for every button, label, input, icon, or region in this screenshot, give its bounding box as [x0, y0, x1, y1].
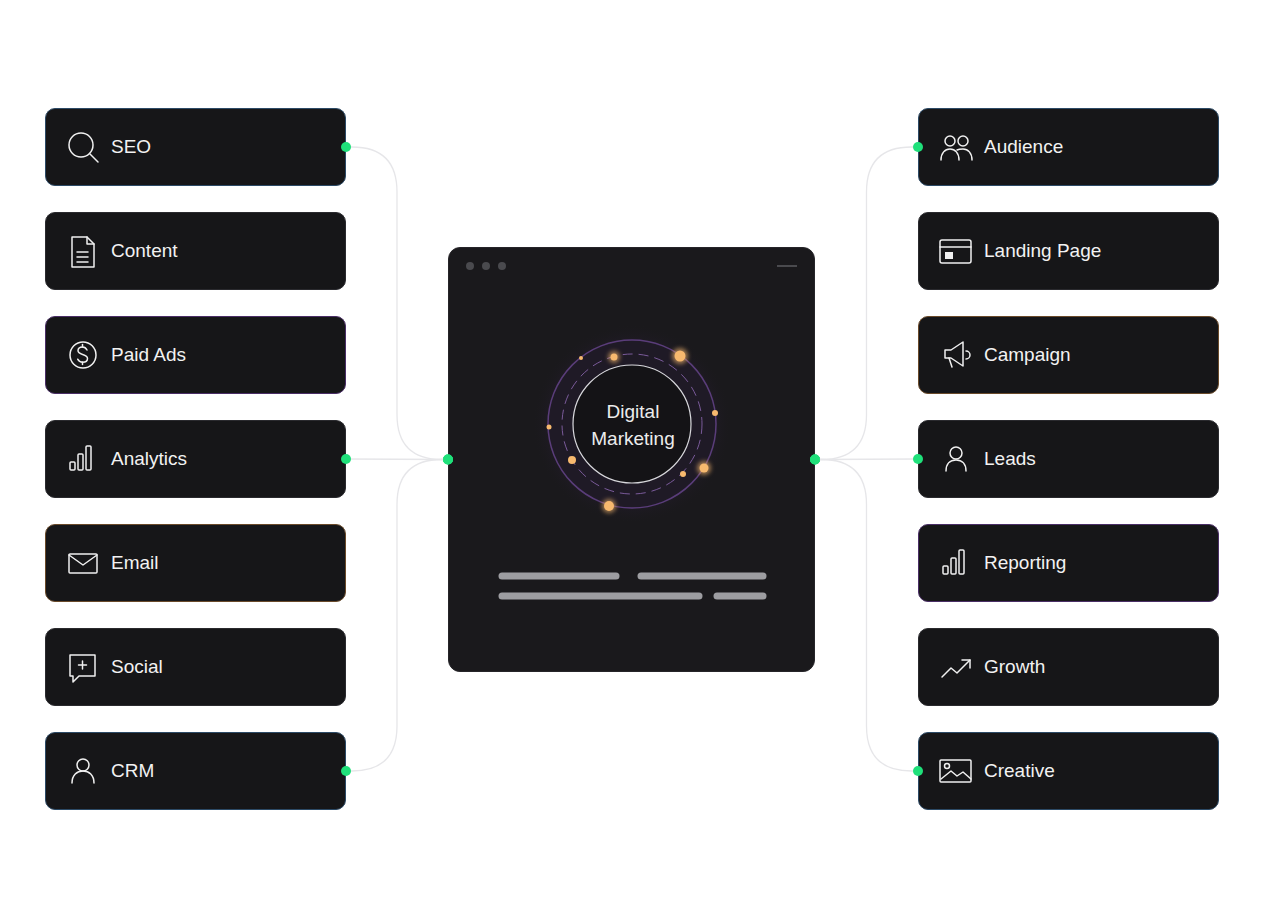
connector — [810, 455, 923, 777]
connector — [810, 142, 923, 465]
box-label: Audience — [984, 136, 1063, 158]
connector — [341, 454, 453, 465]
box-label: Analytics — [111, 448, 187, 470]
image-icon — [940, 760, 971, 782]
category-box: Landing Page — [918, 212, 1219, 290]
box-label: Creative — [984, 760, 1055, 782]
person-icon — [72, 759, 94, 783]
category-box: SEO — [45, 108, 346, 186]
category-box: Reporting — [918, 524, 1219, 602]
connector-line — [815, 460, 918, 772]
category-box: Growth — [918, 628, 1219, 706]
box-label: Social — [111, 656, 163, 678]
person-icon — [946, 447, 966, 471]
growth-icon — [942, 660, 970, 677]
category-box: Leads — [918, 420, 1219, 498]
category-box: Paid Ads — [45, 316, 346, 394]
search-icon — [69, 133, 98, 162]
chat-icon — [70, 655, 95, 682]
connector-line — [815, 147, 918, 460]
category-box: Creative — [918, 732, 1219, 810]
box-label: Campaign — [984, 344, 1071, 366]
box-label: SEO — [111, 136, 151, 158]
category-box: Audience — [918, 108, 1219, 186]
connector-line — [346, 460, 448, 772]
audience-icon — [941, 136, 972, 160]
window-chrome — [466, 262, 797, 270]
bar-chart-icon — [943, 550, 964, 574]
landing-page-icon — [940, 240, 971, 263]
orbit-graphic — [532, 324, 732, 524]
center-label: Digital Marketing — [581, 398, 685, 452]
box-label: Landing Page — [984, 240, 1101, 262]
box-label: Paid Ads — [111, 344, 186, 366]
connector — [341, 142, 453, 465]
category-box: Content — [45, 212, 346, 290]
bar-chart-icon — [70, 446, 91, 470]
box-label: Reporting — [984, 552, 1066, 574]
category-box: Campaign — [918, 316, 1219, 394]
category-box: Social — [45, 628, 346, 706]
window-panel: Digital Marketing — [448, 247, 815, 672]
box-label: CRM — [111, 760, 154, 782]
box-label: Email — [111, 552, 159, 574]
document-icon — [72, 237, 94, 267]
megaphone-icon — [945, 342, 970, 367]
connector — [810, 454, 923, 465]
connector-line — [346, 147, 448, 460]
placeholder-bars — [502, 576, 763, 596]
box-label: Growth — [984, 656, 1045, 678]
category-box: CRM — [45, 732, 346, 810]
mail-icon — [69, 554, 97, 573]
connector-line — [815, 458, 918, 460]
dollar-icon — [70, 342, 96, 368]
icons — [69, 133, 972, 783]
category-box: Email — [45, 524, 346, 602]
connector-line — [346, 458, 448, 460]
box-label: Content — [111, 240, 178, 262]
connector — [341, 455, 453, 777]
box-label: Leads — [984, 448, 1036, 470]
category-box: Analytics — [45, 420, 346, 498]
